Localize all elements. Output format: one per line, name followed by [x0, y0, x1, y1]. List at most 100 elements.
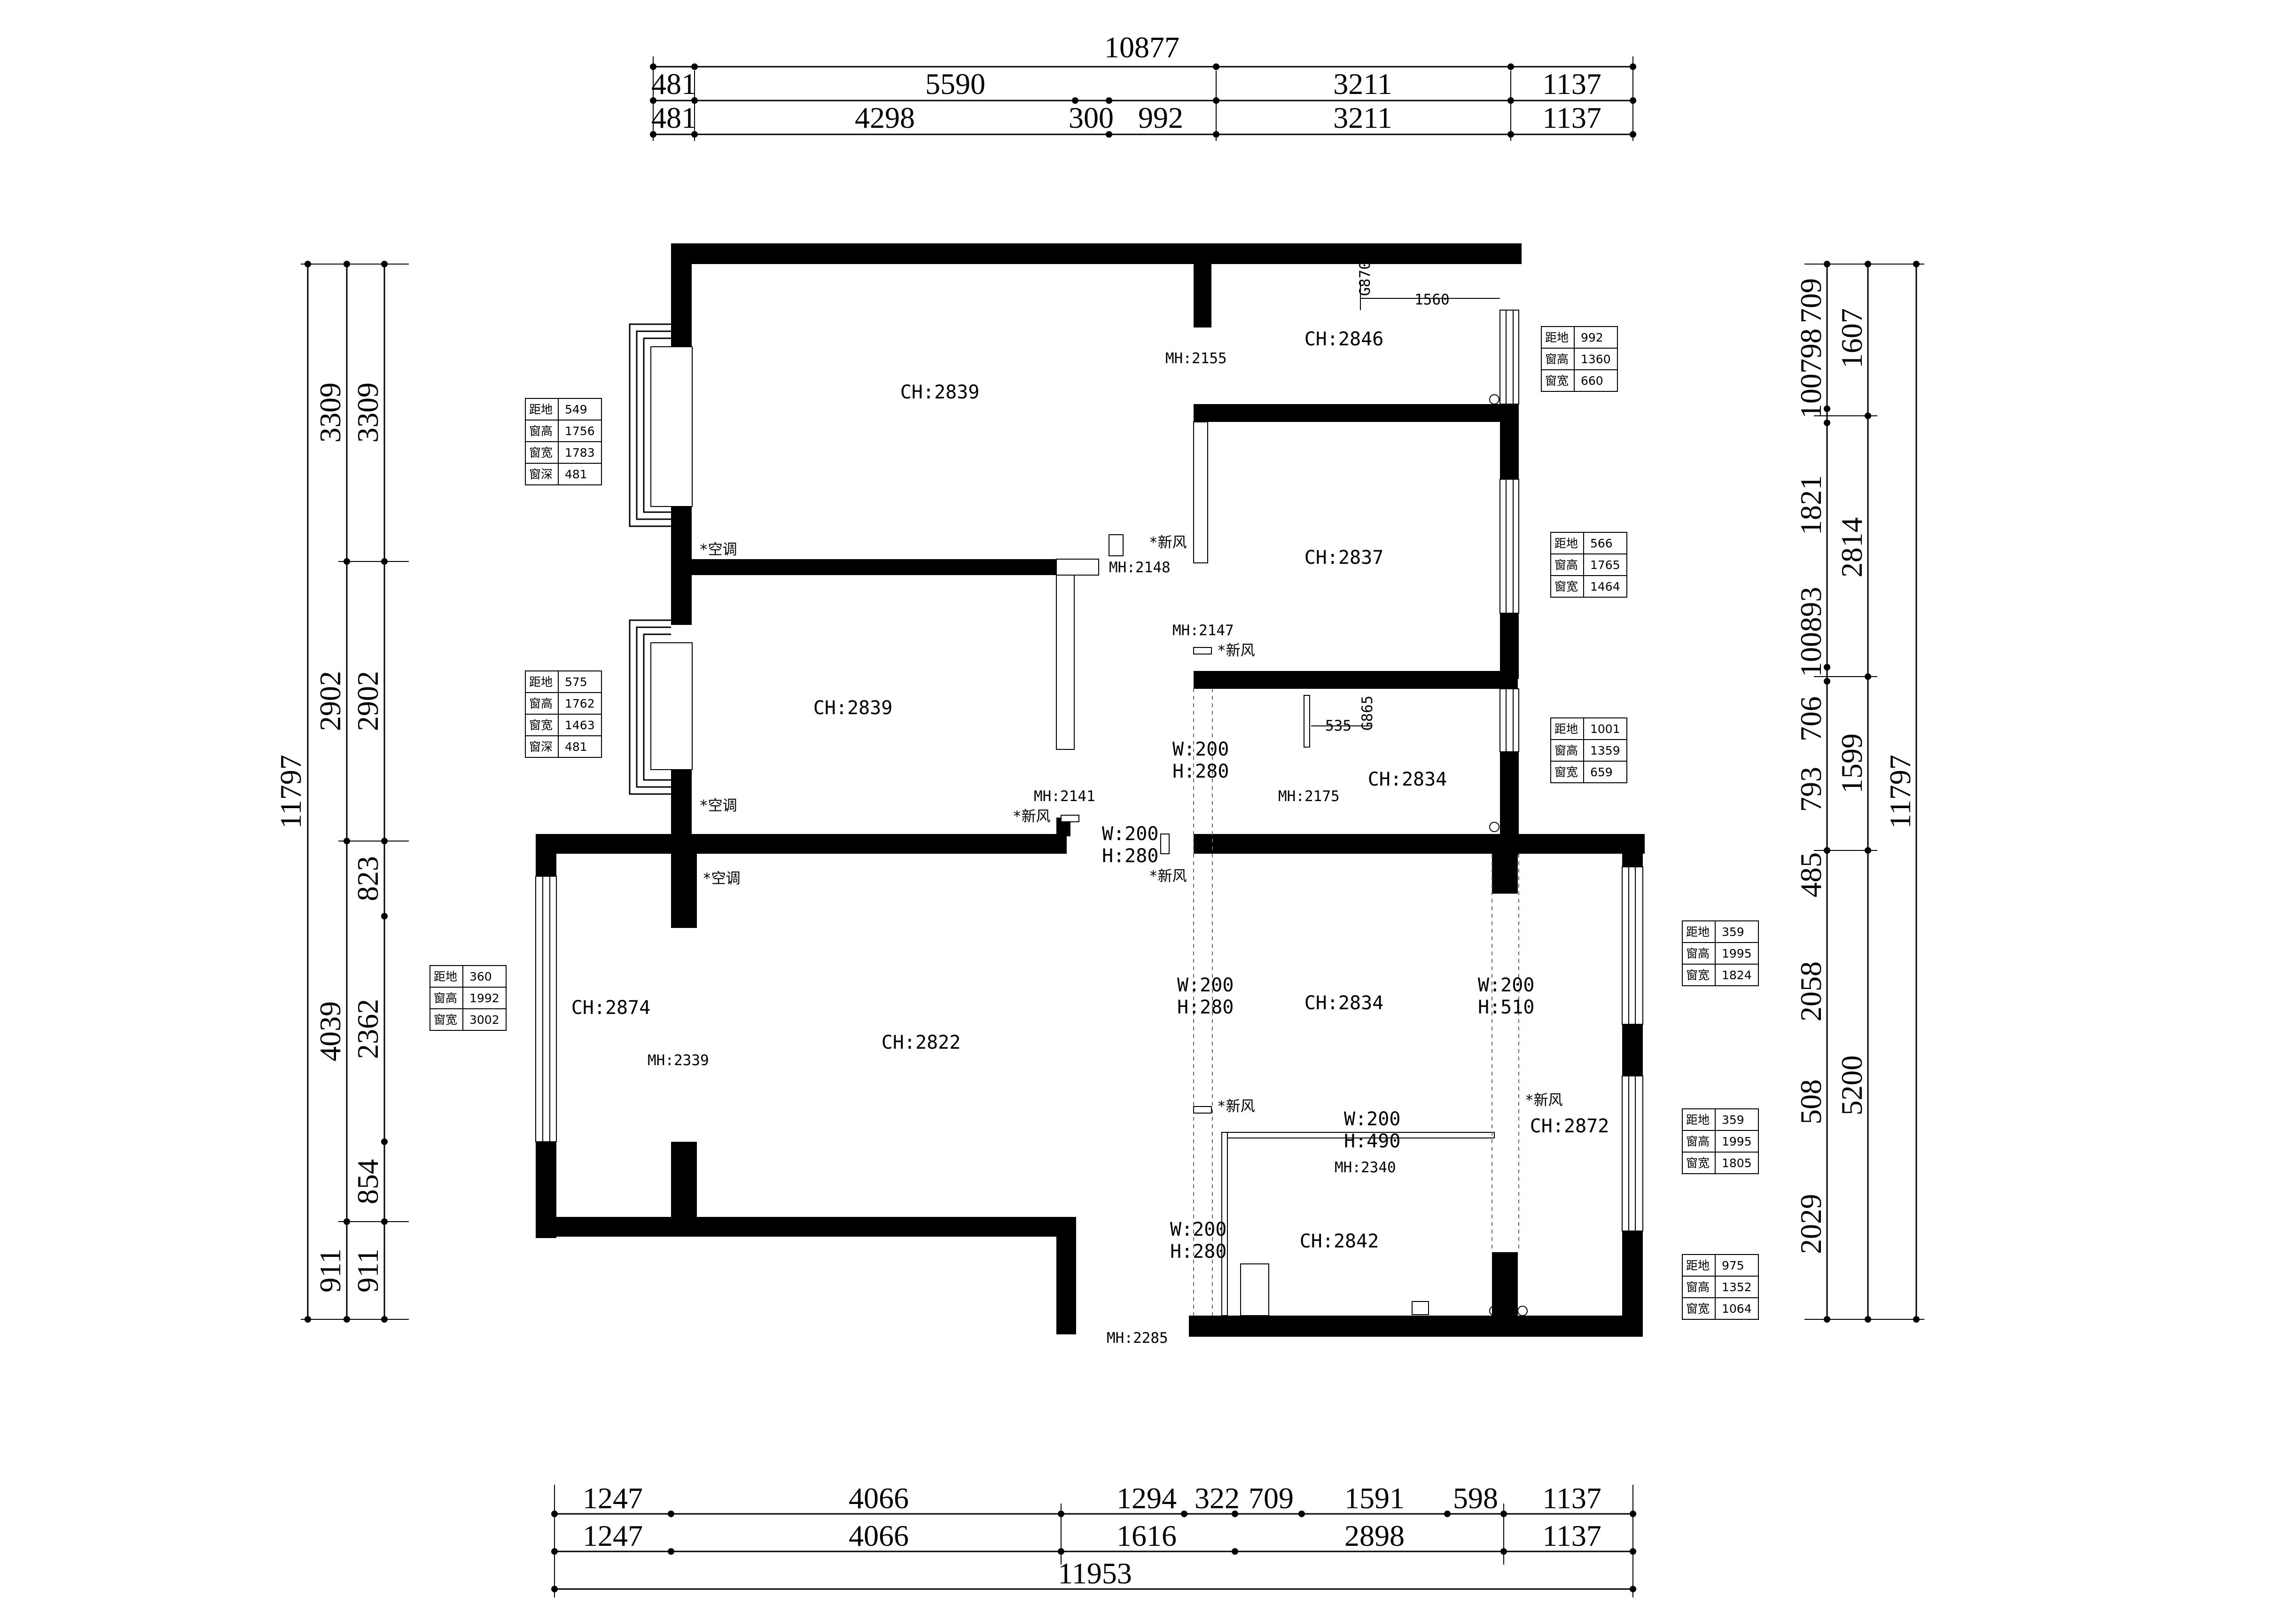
dim-top-r1-2: 3211: [1333, 67, 1392, 101]
small-dim-0: 1560: [1414, 291, 1450, 308]
mh-4: MH:2175: [1278, 788, 1340, 805]
window-table-value: 975: [1722, 1259, 1744, 1272]
opening-3-w: W:200: [1478, 974, 1534, 996]
dim-left-total: 11797: [274, 755, 307, 829]
window-table-value: 1992: [469, 991, 500, 1005]
fresh-air-marker-6: *新风: [1525, 1092, 1563, 1109]
dim-top-total: 10877: [1104, 31, 1179, 64]
ac-marker-2: *空调: [699, 797, 737, 814]
walls: [536, 243, 1645, 1337]
dim-left-c2-1: 2902: [351, 671, 384, 731]
dim-bot-total: 11953: [1058, 1557, 1132, 1590]
opening-0-h: H:280: [1172, 761, 1229, 782]
dim-right-c1-6: 485: [1794, 852, 1827, 897]
room-labels: CH:2839 CH:2846 CH:2837 CH:2839 CH:2834 …: [571, 328, 1609, 1252]
small-dim-3: G865: [1359, 695, 1376, 731]
dim-right-c1-4: 706: [1794, 696, 1827, 741]
window-table-value: 1783: [565, 446, 595, 460]
window-table-key: 窗宽: [1545, 374, 1569, 388]
right-dimensions: 709 100798 1821 100893 706 793 485 2058 …: [1794, 261, 1924, 1323]
dim-right-c1-3: 100893: [1794, 587, 1827, 677]
room-ch-1: CH:2846: [1304, 328, 1384, 350]
opening-1-w: W:200: [1102, 823, 1158, 845]
fresh-air-marker-4: *新风: [1149, 868, 1187, 885]
dim-bot-r2-3: 2898: [1344, 1519, 1405, 1552]
window-table-value: 1765: [1590, 558, 1620, 572]
dim-bot-r1-2: 1294: [1117, 1481, 1177, 1515]
window-table-key: 窗宽: [1686, 1156, 1710, 1170]
window-table-value: 659: [1590, 765, 1613, 779]
dim-top-r2-5: 1137: [1542, 101, 1601, 134]
window-table-key: 窗高: [529, 697, 553, 710]
window-table-key: 窗宽: [1686, 1302, 1710, 1316]
fresh-air-marker-2: *新风: [1217, 642, 1255, 659]
window-table-value: 360: [469, 970, 492, 983]
dim-right-c2-0: 1607: [1835, 308, 1868, 368]
dim-bot-r1-3: 322: [1195, 1481, 1240, 1515]
room-ch-6: CH:2822: [882, 1032, 961, 1053]
window-table-value: 1001: [1590, 722, 1620, 736]
dim-left-c2-3: 2362: [351, 999, 384, 1059]
mh-6: MH:2340: [1335, 1159, 1396, 1176]
dim-right-c1-1: 100798: [1794, 328, 1827, 419]
window-table-key: 窗高: [1554, 558, 1578, 572]
dim-right-c2-1: 2814: [1835, 517, 1868, 577]
opening-3-h: H:510: [1478, 997, 1534, 1018]
ac-marker-1: *空调: [699, 541, 737, 558]
window-table-value: 566: [1590, 537, 1613, 550]
dim-bot-r2-0: 1247: [583, 1519, 643, 1552]
mh-0: MH:2155: [1165, 350, 1227, 367]
window-table-value: 1464: [1590, 580, 1620, 593]
dim-top-r1-3: 1137: [1542, 67, 1601, 101]
left-dimensions: 11797 3309 2902 4039 911 3309 2902 823 2…: [274, 261, 409, 1323]
dim-bot-r2-1: 4066: [849, 1519, 909, 1552]
fresh-air-marker-5: *新风: [1217, 1098, 1255, 1115]
fresh-air-marker-3: *新风: [1013, 808, 1051, 825]
dim-top-r1-1: 5590: [925, 67, 985, 101]
dim-top-r2-2: 300: [1069, 101, 1114, 134]
window-table-value: 359: [1722, 1113, 1744, 1127]
window-table-value: 3002: [469, 1013, 500, 1027]
dim-bot-r2-2: 1616: [1117, 1519, 1177, 1552]
dim-bot-r1-6: 598: [1453, 1481, 1498, 1515]
opening-2-h: H:280: [1177, 997, 1234, 1018]
small-dim-1: G870: [1357, 261, 1374, 296]
dim-right-c1-8: 508: [1794, 1079, 1827, 1124]
dim-left-c1-3: 911: [313, 1248, 347, 1293]
window-table-value: 359: [1722, 925, 1744, 939]
window-table-value: 1995: [1722, 947, 1752, 960]
room-ch-3: CH:2839: [813, 697, 893, 719]
mh-5: MH:2339: [648, 1052, 709, 1069]
dim-top-r2-0: 481: [651, 101, 696, 134]
window-table-value: 1805: [1722, 1156, 1752, 1170]
window-table-value: 549: [565, 403, 587, 416]
window-table-key: 窗高: [1686, 1280, 1710, 1294]
mh-7: MH:2285: [1107, 1330, 1168, 1347]
window-table-key: 窗宽: [1554, 580, 1578, 593]
dim-top-r1-0: 481: [651, 67, 696, 101]
opening-5-w: W:200: [1170, 1219, 1226, 1240]
window-table-value: 1360: [1581, 352, 1611, 366]
room-ch-9: CH:2842: [1300, 1231, 1379, 1252]
opening-labels: W:200 H:280 W:200 H:280 W:200 H:280 W:20…: [1102, 739, 1534, 1262]
window-table-key: 窗深: [529, 468, 553, 481]
window-table-value: 1463: [565, 718, 595, 732]
window-table-value: 481: [565, 468, 587, 481]
window-table-key: 距地: [434, 970, 457, 983]
opening-0-w: W:200: [1172, 739, 1229, 760]
window-table-key: 距地: [529, 403, 553, 416]
window-table-value: 660: [1581, 374, 1603, 388]
window-table-key: 窗高: [1554, 744, 1578, 757]
ac-marker-3: *空调: [703, 870, 741, 887]
room-ch-7: CH:2834: [1304, 992, 1384, 1014]
dim-bot-r1-7: 1137: [1542, 1481, 1601, 1515]
window-table-value: 1995: [1722, 1135, 1752, 1148]
